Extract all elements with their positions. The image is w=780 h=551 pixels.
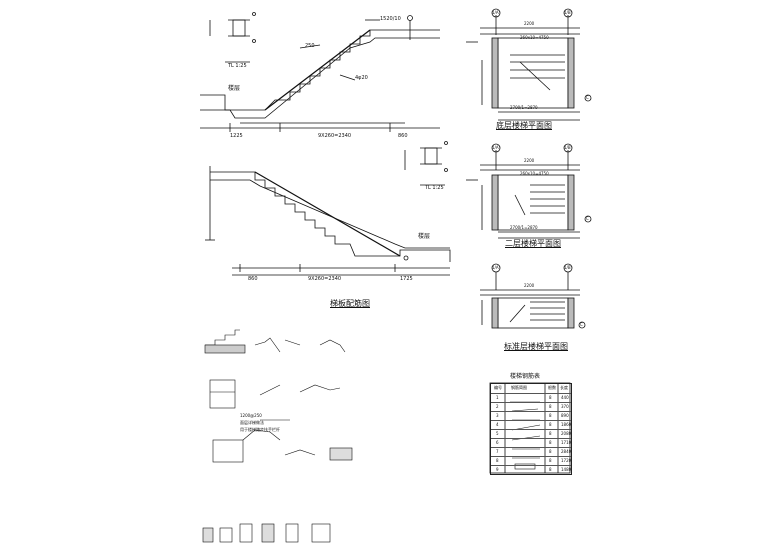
detail-label-c: 用于楼梯踏步扶手栏杆 — [240, 427, 280, 432]
top-rebar-label: 1520/10 — [380, 16, 401, 22]
plan-second-floor — [466, 143, 592, 239]
dim-860-lower: 860 — [248, 276, 258, 282]
row-length: 890 — [561, 413, 569, 418]
row-count: 8 — [549, 431, 552, 436]
table-row: 2 8 370 — [491, 402, 571, 413]
floor-label-1: 楼层 — [228, 85, 241, 92]
plan3-width: 2200 — [524, 283, 535, 288]
beam-label-2: TL 1:25 — [425, 185, 444, 191]
row-count: 8 — [549, 404, 552, 409]
plan-ground-floor — [466, 8, 592, 121]
row-length: 440 — [561, 395, 569, 400]
plan1-steps: 260x10=4750 — [520, 35, 549, 40]
rebar-table-header: 编号 钢筋简图 根数 长度 — [491, 384, 571, 394]
dim-steps-lower: 9X260=2340 — [308, 276, 342, 282]
floor-label-2: 楼层 — [418, 233, 431, 240]
rebar-table: 编号 钢筋简图 根数 长度 1 8 440 2 8 370 3 8 890 4 8 1860 5… — [490, 383, 572, 475]
table-row: 6 8 1710 — [491, 438, 571, 449]
table-row: 4 8 1860 — [491, 420, 571, 431]
plan2-steps: 260x10=4750 — [520, 171, 549, 176]
axis-c-1: C — [586, 95, 589, 100]
row-no: 7 — [496, 449, 499, 454]
detail-label-a: 1200@250 — [240, 413, 262, 418]
plan-standard-floor — [480, 263, 586, 329]
col-count: 根数 — [548, 385, 556, 390]
left-rebar-label: 250 — [305, 43, 315, 49]
upper-stair-title: 梯板配筋图 — [330, 299, 370, 308]
row-count: 8 — [549, 467, 552, 472]
plan1-width: 2200 — [524, 21, 535, 26]
row-no: 3 — [496, 413, 499, 418]
axis-a-3: 1/A — [492, 265, 499, 270]
col-shape: 钢筋简图 — [511, 385, 527, 390]
row-count: 8 — [549, 395, 552, 400]
beam-label-1: TL 1:25 — [228, 63, 247, 69]
row-length: 1480 — [561, 467, 572, 472]
row-count: 8 — [549, 440, 552, 445]
axis-b-2: 1/B — [564, 145, 571, 150]
row-no: 9 — [496, 467, 499, 472]
row-no: 6 — [496, 440, 499, 445]
row-length: 2840 — [561, 449, 572, 454]
upper-stair-section — [200, 12, 440, 132]
row-length: 1860 — [561, 422, 572, 427]
row-length: 370 — [561, 404, 569, 409]
plan3-title: 标准层楼梯平面图 — [504, 342, 568, 351]
table-row: 1 8 440 — [491, 393, 571, 404]
plan1-title: 底层楼梯平面图 — [496, 121, 552, 130]
plan2-sub: 2700/1=2870 — [510, 225, 538, 230]
dim-860: 860 — [398, 133, 408, 139]
axis-a-1: 1/A — [492, 10, 499, 15]
rebar-table-title: 楼梯钢筋表 — [510, 373, 541, 380]
row-no: 4 — [496, 422, 499, 427]
table-row: 9 8 1480 — [491, 465, 571, 476]
plan2-width: 2200 — [524, 158, 535, 163]
row-length: 1710 — [561, 440, 572, 445]
lower-stair-section — [205, 141, 451, 276]
row-count: 8 — [549, 449, 552, 454]
plan2-title: 二层楼梯平面图 — [505, 239, 561, 248]
table-row: 5 8 2080 — [491, 429, 571, 440]
axis-c-3: C — [580, 322, 583, 327]
row-length: 1720 — [561, 458, 572, 463]
dim-steps-upper: 9X260=2340 — [318, 133, 352, 139]
table-row: 3 8 890 — [491, 411, 571, 422]
row-count: 8 — [549, 458, 552, 463]
mid-rebar-label: 4φ20 — [355, 75, 368, 81]
row-no: 1 — [496, 395, 499, 400]
axis-b-1: 1/B — [564, 10, 571, 15]
dim-1725-lower: 1725 — [400, 276, 413, 282]
dim-1225: 1225 — [230, 133, 243, 139]
axis-a-2: 1/A — [492, 145, 499, 150]
plan1-sub: 2700/1=2870 — [510, 105, 538, 110]
row-no: 8 — [496, 458, 499, 463]
table-row: 8 8 1720 — [491, 456, 571, 467]
col-length: 长度 — [560, 385, 568, 390]
col-no: 编号 — [494, 385, 502, 390]
detail-sketches — [202, 329, 353, 543]
row-length: 2080 — [561, 431, 572, 436]
row-no: 2 — [496, 404, 499, 409]
row-count: 8 — [549, 413, 552, 418]
table-row: 7 8 2840 — [491, 447, 571, 458]
axis-c-2: C — [586, 216, 589, 221]
row-no: 5 — [496, 431, 499, 436]
detail-label-b: 面层详梯做法 — [240, 420, 264, 425]
axis-b-3: 1/B — [564, 265, 571, 270]
row-count: 8 — [549, 422, 552, 427]
